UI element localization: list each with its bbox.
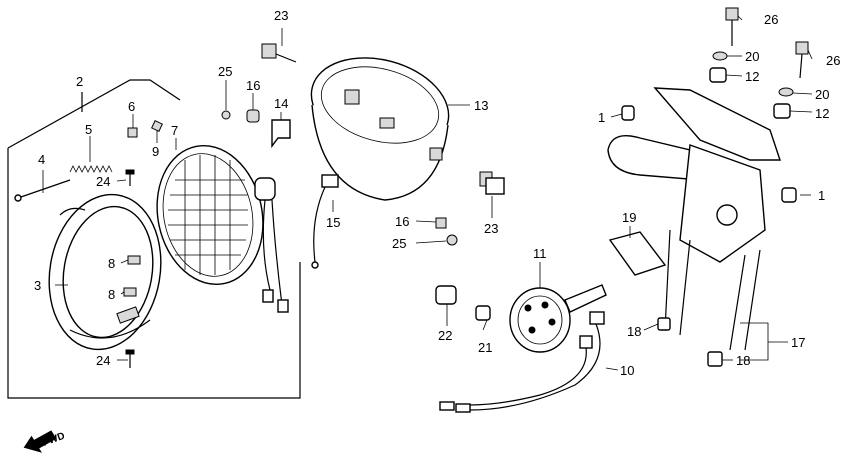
callout-17: 17 bbox=[791, 335, 805, 350]
horn-bracket bbox=[608, 231, 667, 276]
fwd-label: FWD bbox=[41, 431, 66, 449]
callout-23-mid: 23 bbox=[484, 221, 498, 236]
horn-screw bbox=[475, 305, 491, 321]
headlight-case bbox=[310, 57, 450, 201]
screw-upper bbox=[125, 169, 135, 186]
washer-top bbox=[221, 110, 231, 120]
washer-right bbox=[778, 87, 794, 97]
horn bbox=[509, 284, 607, 353]
rim-clip-lower bbox=[123, 287, 137, 297]
headlight-rim bbox=[48, 193, 162, 351]
ground-cord bbox=[311, 174, 339, 269]
callout-19: 19 bbox=[622, 210, 636, 225]
callout-12-right: 12 bbox=[815, 106, 829, 121]
callout-1-lower: 1 bbox=[818, 188, 825, 203]
rubber-right bbox=[773, 103, 791, 119]
stay-bolt-right bbox=[795, 41, 809, 79]
callout-26-left: 26 bbox=[764, 12, 778, 27]
headlight-stay bbox=[607, 87, 781, 351]
callout-numbers: 1 1 2 3 4 5 6 7 8 8 9 10 11 12 12 13 14 … bbox=[34, 8, 840, 378]
callout-2: 2 bbox=[76, 74, 83, 89]
callout-26-right: 26 bbox=[826, 53, 840, 68]
callout-21: 21 bbox=[478, 340, 492, 355]
callout-18-lower: 18 bbox=[736, 353, 750, 368]
stay-bolt-left bbox=[725, 7, 739, 46]
callout-25-mid: 25 bbox=[392, 236, 406, 251]
rubber-left bbox=[709, 67, 727, 83]
sealed-beam-unit bbox=[156, 144, 289, 313]
callout-15: 15 bbox=[326, 215, 340, 230]
callout-6: 6 bbox=[128, 99, 135, 114]
callout-16-top: 16 bbox=[246, 78, 260, 93]
adjusting-screw bbox=[14, 179, 71, 202]
callout-12-left: 12 bbox=[745, 69, 759, 84]
callout-24-lower: 24 bbox=[96, 353, 110, 368]
callout-20-right: 20 bbox=[815, 87, 829, 102]
collar-lower-a bbox=[657, 317, 671, 331]
callout-7: 7 bbox=[171, 123, 178, 138]
callout-23-top: 23 bbox=[274, 8, 288, 23]
mounting-bolt-middle bbox=[479, 171, 505, 195]
callout-9: 9 bbox=[152, 144, 159, 159]
collar-middle bbox=[435, 217, 447, 229]
rubber-lower bbox=[781, 187, 797, 203]
horn-wire-harness bbox=[439, 311, 605, 413]
nut bbox=[127, 127, 138, 138]
washer-left bbox=[712, 51, 728, 61]
headlight-assembly-group-outline bbox=[7, 79, 301, 399]
horn-bolt bbox=[435, 285, 457, 305]
callout-8-lower: 8 bbox=[108, 287, 115, 302]
adjusting-spring bbox=[69, 165, 113, 173]
callout-4: 4 bbox=[38, 152, 45, 167]
screw-lower bbox=[125, 349, 135, 368]
callout-13: 13 bbox=[474, 98, 488, 113]
callout-5: 5 bbox=[85, 122, 92, 137]
callout-22: 22 bbox=[438, 328, 452, 343]
callout-24-upper: 24 bbox=[96, 174, 110, 189]
callout-3: 3 bbox=[34, 278, 41, 293]
washer-middle bbox=[446, 234, 458, 246]
callout-16-mid: 16 bbox=[395, 214, 409, 229]
leader-lines bbox=[42, 15, 813, 371]
collar-lower-b bbox=[707, 351, 723, 367]
rim-clip-upper bbox=[127, 255, 141, 265]
callout-10: 10 bbox=[620, 363, 634, 378]
callout-18-upper: 18 bbox=[627, 324, 641, 339]
mounting-bolt-upper bbox=[261, 43, 297, 63]
callout-1-upper: 1 bbox=[598, 110, 605, 125]
collar-top bbox=[246, 109, 260, 123]
callout-11: 11 bbox=[533, 246, 547, 261]
callout-25-top: 25 bbox=[218, 64, 232, 79]
rubber-upper bbox=[621, 105, 635, 121]
wire-clamp bbox=[271, 119, 291, 149]
callout-20-left: 20 bbox=[745, 49, 759, 64]
clip bbox=[151, 120, 163, 132]
callout-14: 14 bbox=[274, 96, 288, 111]
callout-8-upper: 8 bbox=[108, 256, 115, 271]
forward-direction-arrow: FWD bbox=[23, 430, 66, 453]
